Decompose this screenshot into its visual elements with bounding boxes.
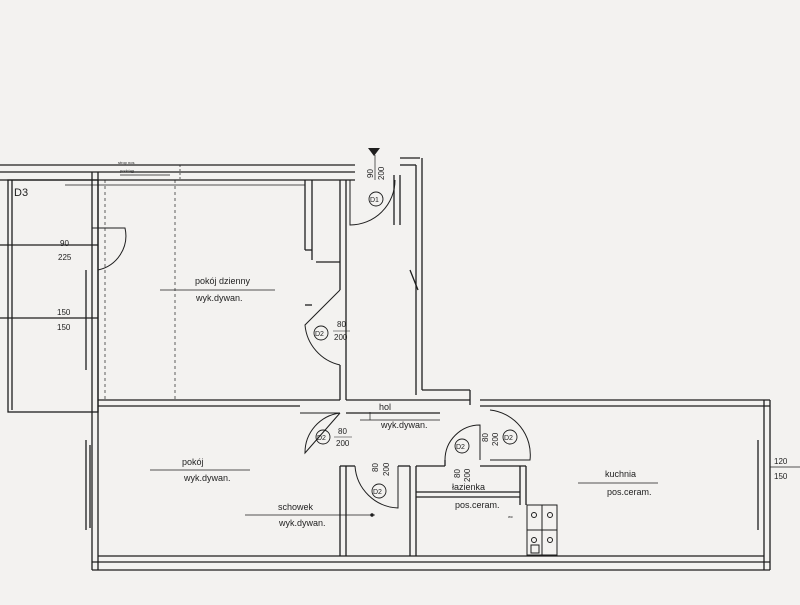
- annotation-lines: [65, 155, 658, 517]
- door-living-height: 200: [334, 333, 348, 342]
- plan-label: D3: [14, 187, 28, 199]
- kitchen-appliances: [526, 504, 558, 556]
- room-storage-name: schowek: [278, 502, 314, 512]
- window-2-height: 150: [57, 323, 71, 332]
- entrance-arrow-icon: [368, 148, 380, 156]
- room-bathroom-name: łazienka: [452, 482, 485, 492]
- door-kitchen-width: 80: [481, 433, 490, 442]
- door-kitchen-height: 200: [491, 432, 500, 446]
- room-kitchen-name: kuchnia: [605, 469, 636, 479]
- door-living-tag: D2: [315, 331, 324, 338]
- window-2-width: 150: [57, 308, 71, 317]
- room-hall-floor: wyk.dywan.: [380, 420, 428, 430]
- door-storage-height: 200: [382, 462, 391, 476]
- door-bedroom-width: 80: [338, 427, 347, 436]
- room-bedroom-floor: wyk.dywan.: [183, 473, 231, 483]
- appliance-note: wc: [508, 514, 513, 519]
- window-1-height: 225: [58, 253, 72, 262]
- top-note-2: podciąg: [120, 168, 134, 173]
- top-note-1: strop nos: [118, 160, 134, 165]
- room-bathroom-floor: pos.ceram.: [455, 500, 500, 510]
- window-3-width: 120: [774, 457, 788, 466]
- door-storage-width: 80: [371, 463, 380, 472]
- room-bedroom-name: pokój: [182, 457, 204, 467]
- door-swings: [92, 179, 531, 509]
- window-3-height: 150: [774, 472, 788, 481]
- walls: [0, 157, 771, 571]
- door-bathroom-height: 200: [463, 468, 472, 482]
- door-storage-tag: D2: [373, 489, 382, 496]
- door-bedroom-tag: D2: [317, 435, 326, 442]
- door-entrance-height: 200: [377, 166, 386, 180]
- door-bathroom-width: 80: [453, 469, 462, 478]
- door-entrance-tag: D1: [370, 197, 379, 204]
- door-bedroom-height: 200: [336, 439, 350, 448]
- door-tag-circles: [313, 191, 518, 499]
- room-kitchen-floor: pos.ceram.: [607, 487, 652, 497]
- room-hall-name: hol: [379, 402, 391, 412]
- door-living-width: 80: [337, 320, 346, 329]
- door-bathroom-tag: D2: [456, 444, 465, 451]
- door-kitchen-tag: D2: [504, 435, 513, 442]
- door-entrance-width: 90: [366, 169, 375, 178]
- room-living-name: pokój dzienny: [195, 276, 251, 286]
- room-storage-floor: wyk.dywan.: [278, 518, 326, 528]
- room-living-floor: wyk.dywan.: [195, 293, 243, 303]
- window-1-width: 90: [60, 239, 69, 248]
